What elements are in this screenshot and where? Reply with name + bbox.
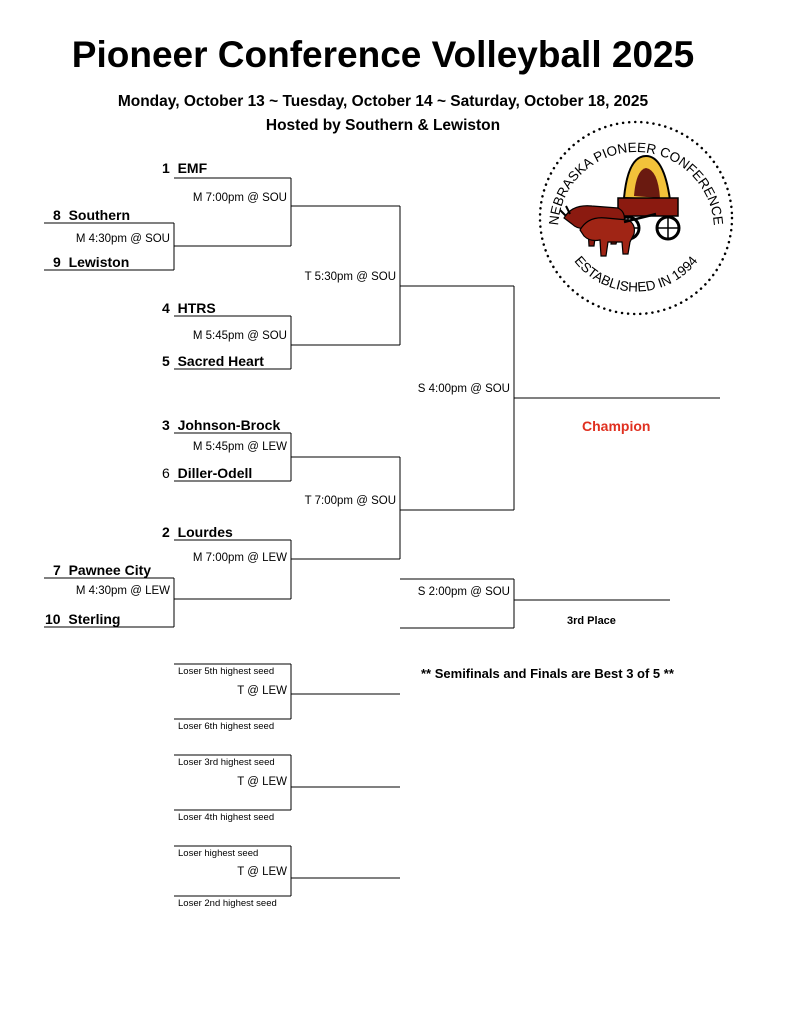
- consolation-1-top: Loser 5th highest seed: [178, 666, 275, 677]
- seed: 2: [162, 524, 170, 540]
- champion-label: Champion: [582, 418, 651, 434]
- seed: 7: [53, 562, 61, 578]
- conference-logo: NEBRASKA PIONEER CONFERENCE ESTABLISHED …: [538, 120, 734, 316]
- consolation-2-game: T @ LEW: [237, 776, 287, 788]
- seed: 9: [53, 254, 61, 270]
- team-lewiston: 9 Lewiston: [53, 254, 129, 270]
- game-qf2: M 5:45pm @ SOU: [192, 330, 287, 342]
- seed: 10: [45, 611, 61, 627]
- team-name: Lourdes: [177, 524, 233, 540]
- game-qf1: M 7:00pm @ SOU: [192, 192, 287, 204]
- game-play-in-top: M 4:30pm @ SOU: [75, 233, 170, 245]
- team-name: Johnson-Brock: [177, 417, 281, 433]
- team-lourdes: 2 Lourdes: [162, 524, 233, 540]
- seed: 8: [53, 207, 61, 223]
- logo-dotted-ring: [538, 120, 734, 316]
- game-third-place: S 2:00pm @ SOU: [417, 586, 510, 598]
- team-sacred-heart: 5 Sacred Heart: [162, 353, 264, 369]
- team-emf: 1 EMF: [162, 160, 207, 176]
- game-final: S 4:00pm @ SOU: [417, 383, 510, 395]
- team-pawnee-city: 7 Pawnee City: [53, 562, 151, 578]
- team-johnson-brock: 3 Johnson-Brock: [162, 417, 280, 433]
- team-name: Diller-Odell: [177, 465, 253, 481]
- event-hosts: Hosted by Southern & Lewiston: [265, 117, 501, 134]
- consolation-3-game: T @ LEW: [237, 866, 287, 878]
- seed: 6: [162, 465, 170, 481]
- game-qf3: M 5:45pm @ LEW: [192, 441, 287, 453]
- team-name: Pawnee City: [68, 562, 152, 578]
- seed: 4: [162, 300, 170, 316]
- team-name: Southern: [68, 207, 131, 223]
- consolation-2-bottom: Loser 4th highest seed: [178, 812, 275, 823]
- team-name: Sacred Heart: [177, 353, 264, 369]
- consolation-3-bottom: Loser 2nd highest seed: [178, 898, 277, 909]
- team-htrs: 4 HTRS: [162, 300, 216, 316]
- team-southern: 8 Southern: [53, 207, 130, 223]
- seed: 3: [162, 417, 170, 433]
- page-title: Pioneer Conference Volleyball 2025: [71, 34, 695, 75]
- game-sf1: T 5:30pm @ SOU: [304, 271, 396, 283]
- consolation-1-game: T @ LEW: [237, 685, 287, 697]
- team-name: EMF: [177, 160, 208, 176]
- wagon-icon: [615, 154, 681, 241]
- game-sf2: T 7:00pm @ SOU: [304, 495, 396, 507]
- seed: 1: [162, 160, 170, 176]
- consolation-2-top: Loser 3rd highest seed: [178, 757, 275, 768]
- seed: 5: [162, 353, 170, 369]
- team-name: Sterling: [68, 611, 121, 627]
- game-qf4: M 7:00pm @ LEW: [192, 552, 287, 564]
- third-place-label: 3rd Place: [567, 615, 616, 627]
- best-of-note: ** Semifinals and Finals are Best 3 of 5…: [421, 666, 674, 681]
- oxen-icon: [559, 205, 657, 257]
- consolation-1-bottom: Loser 6th highest seed: [178, 721, 275, 732]
- team-sterling: 10 Sterling: [45, 611, 120, 627]
- team-name: Lewiston: [68, 254, 130, 270]
- team-name: HTRS: [177, 300, 216, 316]
- consolation-3-top: Loser highest seed: [178, 848, 259, 859]
- game-play-in-bottom: M 4:30pm @ LEW: [75, 585, 170, 597]
- team-diller-odell: 6 Diller-Odell: [162, 465, 252, 481]
- event-dates: Monday, October 13 ~ Tuesday, October 14…: [117, 93, 649, 110]
